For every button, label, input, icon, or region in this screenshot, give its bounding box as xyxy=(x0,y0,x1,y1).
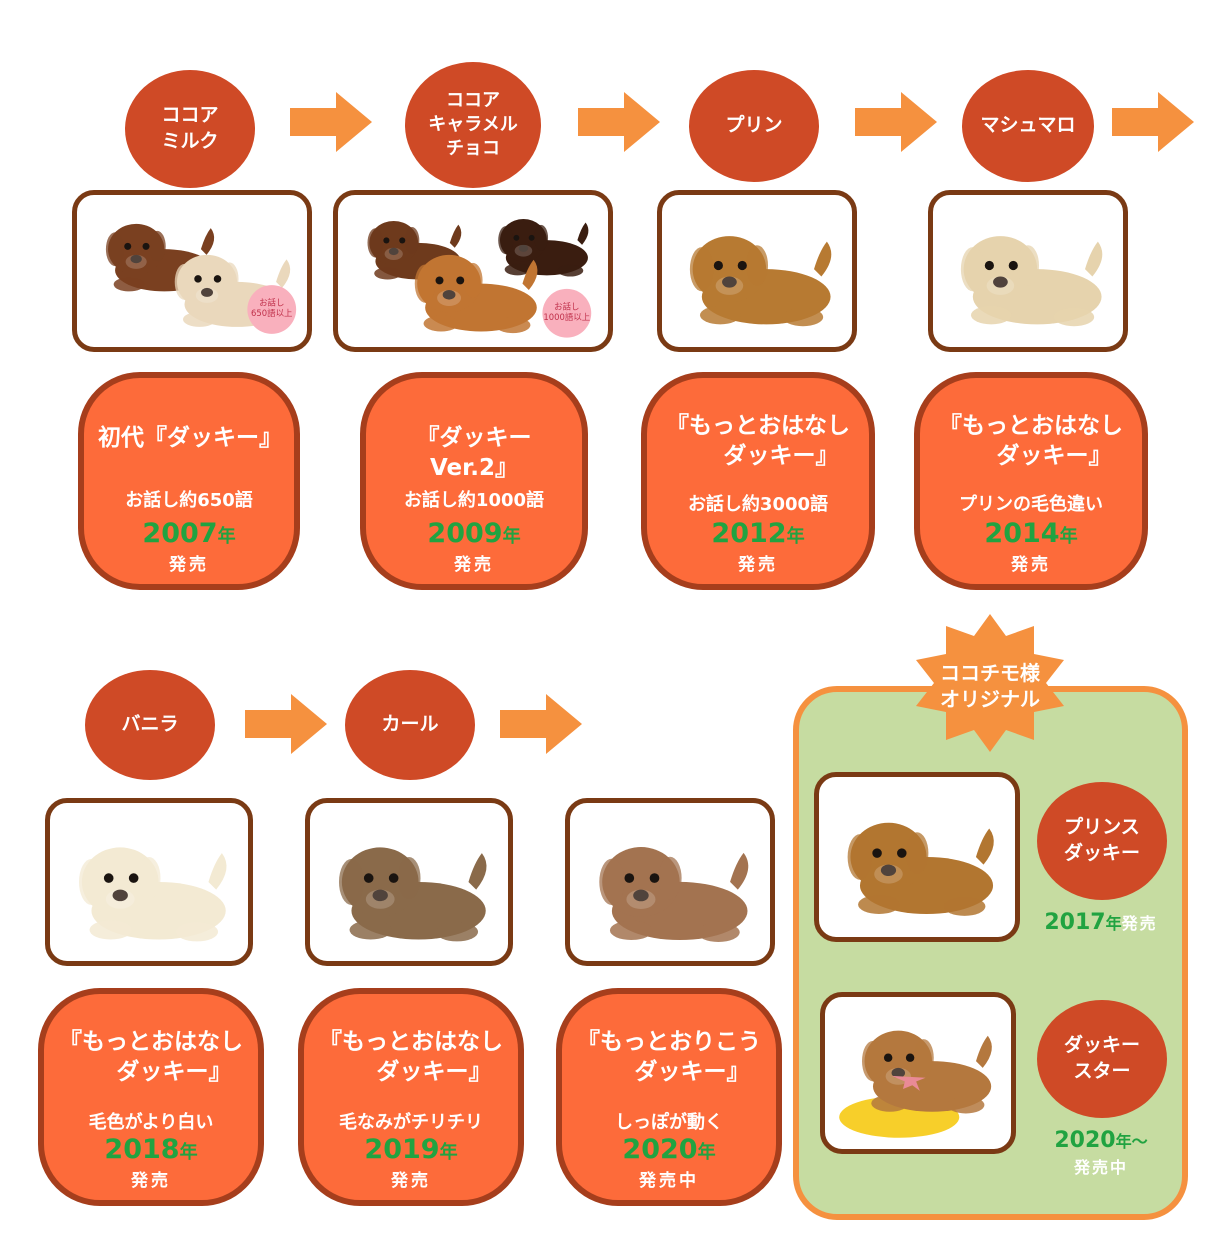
name-circle-cocoa-caramel-choco: ココア キャラメル チョコ xyxy=(405,62,541,188)
product-photo-2020 xyxy=(565,798,775,966)
info-box-vanilla: 『もっとおはなし ダッキー』 毛色がより白い 2018年 発売 xyxy=(38,988,264,1206)
release-year: 2012年 xyxy=(711,518,805,549)
info-title: 『もっとおはなし ダッキー』 xyxy=(319,1029,503,1085)
release-status: 発売 xyxy=(738,555,778,575)
release-year: 2019年 xyxy=(364,1134,458,1165)
info-box-cocoa-caramel-choco: 『ダッキーVer.2』 お話し約1000語 2009年 発売 xyxy=(360,372,588,590)
info-title: 初代『ダッキー』 xyxy=(98,425,282,451)
release-year: 2009年 xyxy=(427,518,521,549)
info-description: お話し約650語 xyxy=(125,490,253,511)
info-box-2020: 『もっとおりこう ダッキー』 しっぽが動く 2020年 発売中 xyxy=(556,988,782,1206)
info-box-marshmallow: 『もっとおはなし ダッキー』 プリンの毛色違い 2014年 発売 xyxy=(914,372,1148,590)
name-circle-marshmallow: マシュマロ xyxy=(962,70,1094,182)
arrow-right-icon xyxy=(500,694,582,754)
release-year: 2014年 xyxy=(984,518,1078,549)
product-photo-vanilla xyxy=(45,798,253,966)
name-circle-purin: プリン xyxy=(689,70,819,182)
release-year: 2020年 xyxy=(622,1134,716,1165)
arrow-right-icon xyxy=(245,694,327,754)
release-year-prince-ducky: 2017年発売 xyxy=(1044,910,1158,935)
name-circle-cocoa-milk: ココア ミルク xyxy=(125,70,255,188)
info-box-cocoa-milk: 初代『ダッキー』 お話し約650語 2007年 発売 xyxy=(78,372,300,590)
name-circle-prince-ducky: プリンス ダッキー xyxy=(1037,782,1167,900)
info-description: しっぽが動く xyxy=(615,1112,723,1133)
info-title: 『ダッキーVer.2』 xyxy=(416,425,532,481)
info-title: 『もっとおはなし ダッキー』 xyxy=(59,1029,243,1085)
original-badge-label: ココチモ様 オリジナル xyxy=(940,661,1040,711)
star-badge-icon xyxy=(916,614,1064,752)
release-status: 発売中 xyxy=(639,1171,699,1191)
release-status: 発売 xyxy=(169,555,209,575)
product-photo-marshmallow xyxy=(928,190,1128,352)
release-status: 発売 xyxy=(1011,555,1051,575)
product-photo-curl xyxy=(305,798,513,966)
info-title: 『もっとおりこう ダッキー』 xyxy=(577,1029,761,1085)
info-description: お話し約1000語 xyxy=(403,490,545,511)
name-circle-vanilla: バニラ xyxy=(85,670,215,780)
info-description: 毛なみがチリチリ xyxy=(339,1112,483,1133)
release-status: 発売 xyxy=(131,1171,171,1191)
info-title: 『もっとおはなし ダッキー』 xyxy=(666,413,850,469)
info-description: お話し約3000語 xyxy=(687,494,829,515)
arrow-right-icon xyxy=(855,92,937,152)
info-description: プリンの毛色違い xyxy=(959,494,1103,515)
info-title: 『もっとおはなし ダッキー』 xyxy=(939,413,1123,469)
arrow-right-icon xyxy=(578,92,660,152)
release-status: 発売 xyxy=(454,555,494,575)
info-description: 毛色がより白い xyxy=(88,1112,214,1133)
arrow-right-icon xyxy=(1112,92,1194,152)
release-year: 2007年 xyxy=(142,518,236,549)
name-circle-ducky-star: ダッキー スター xyxy=(1037,1000,1167,1118)
info-box-curl: 『もっとおはなし ダッキー』 毛なみがチリチリ 2019年 発売 xyxy=(298,988,524,1206)
info-box-purin: 『もっとおはなし ダッキー』 お話し約3000語 2012年 発売 xyxy=(641,372,875,590)
ribbon-icon xyxy=(891,1075,926,1091)
arrow-right-icon xyxy=(290,92,372,152)
release-year-ducky-star: 2020年～ 発売中 xyxy=(1054,1128,1148,1178)
product-photo-purin xyxy=(657,190,857,352)
product-photo-ducky-star xyxy=(820,992,1016,1154)
name-circle-curl: カール xyxy=(345,670,475,780)
release-year: 2018年 xyxy=(104,1134,198,1165)
product-photo-prince-ducky xyxy=(814,772,1020,942)
release-status: 発売 xyxy=(391,1171,431,1191)
